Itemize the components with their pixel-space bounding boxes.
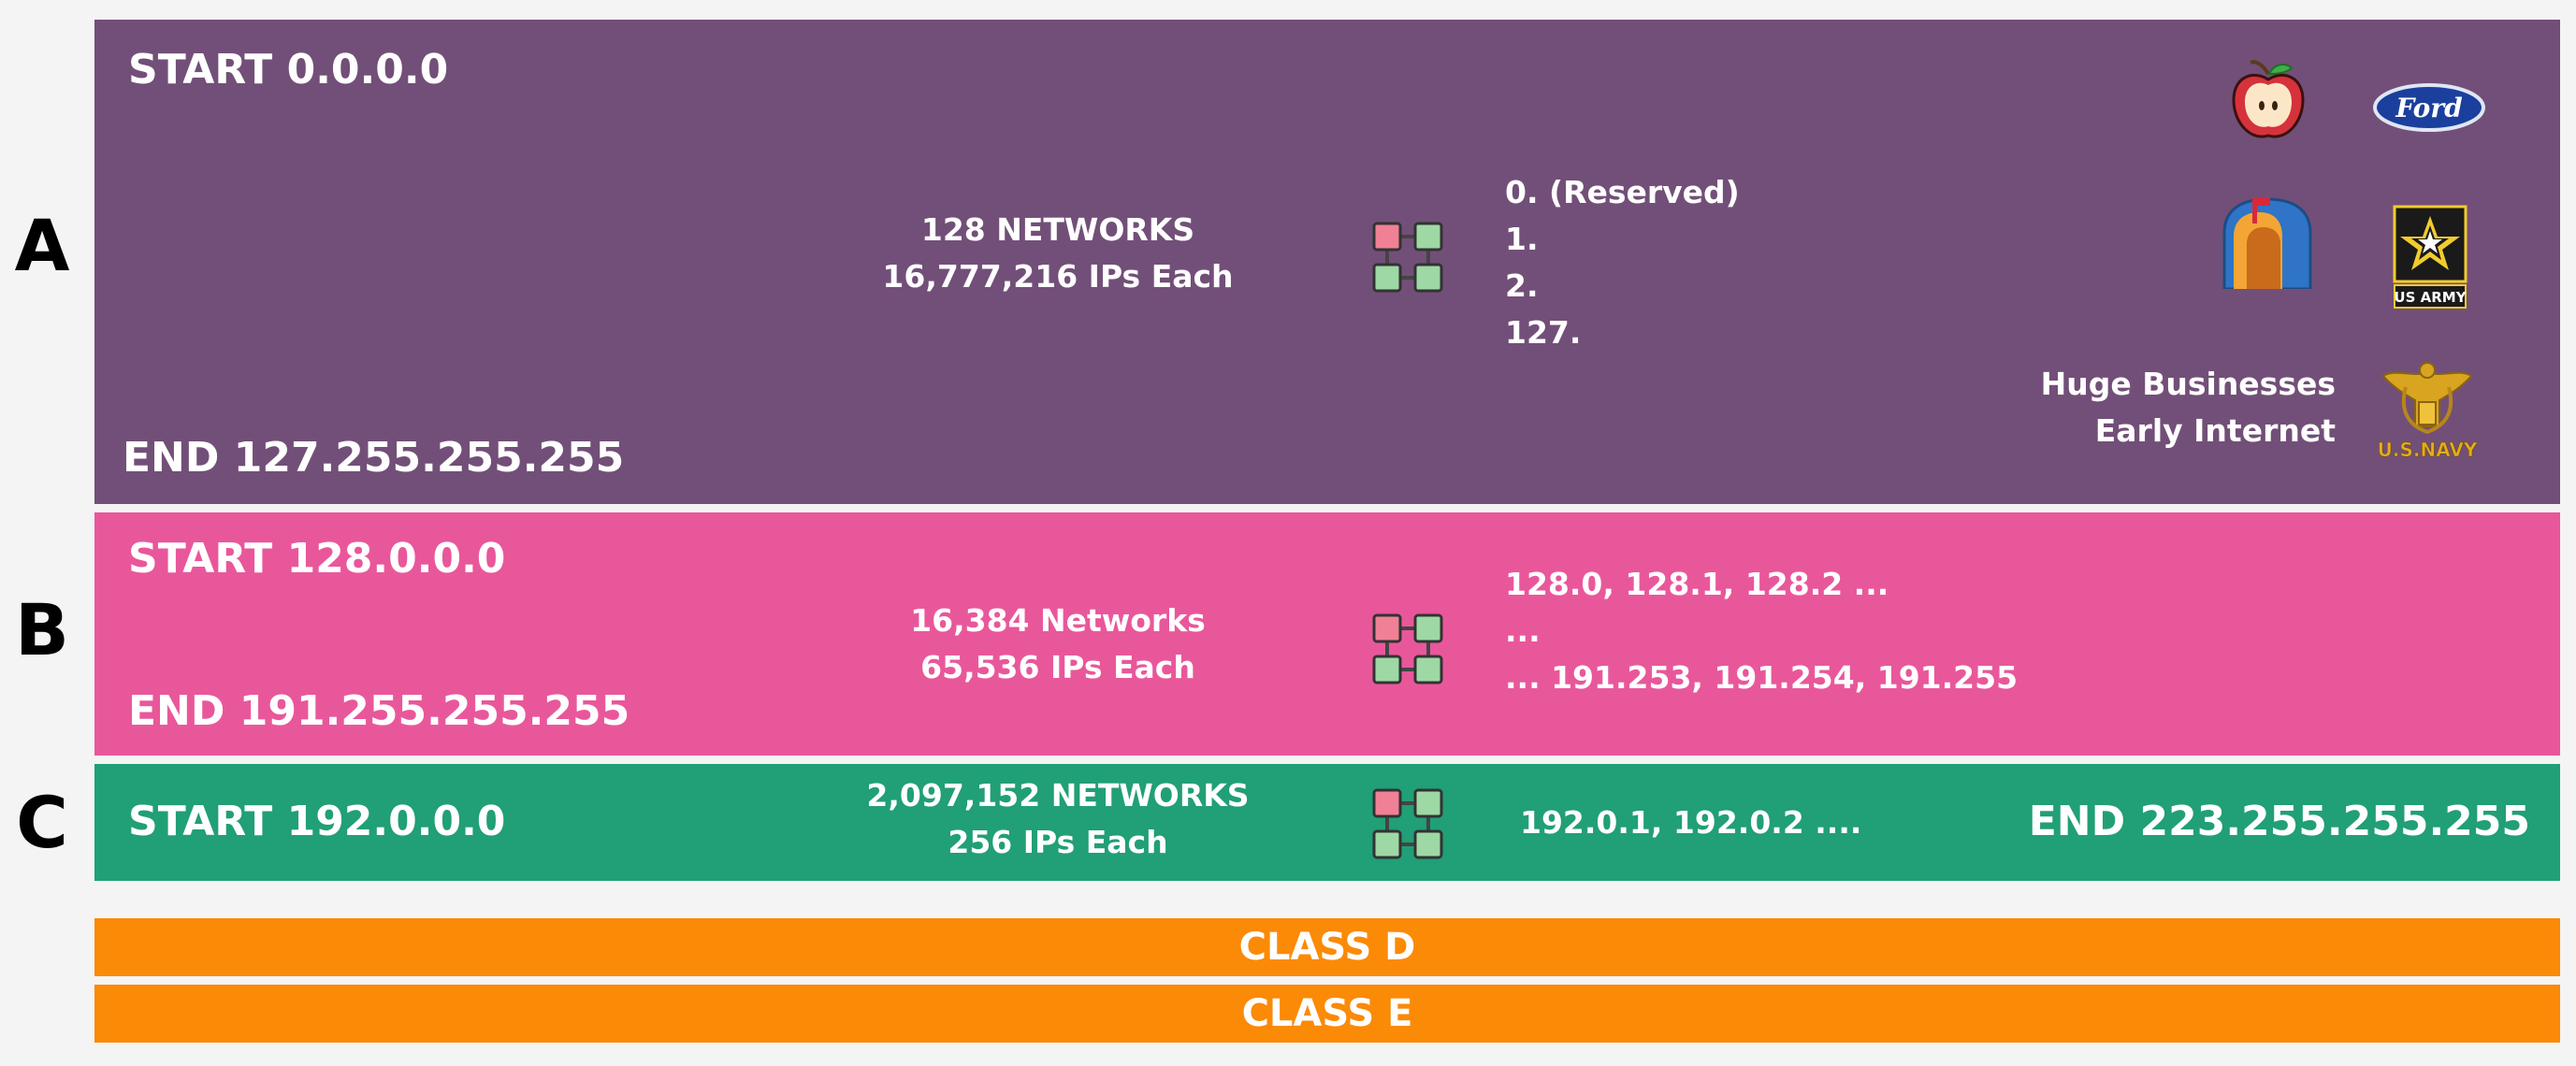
class-e-bar: CLASS E xyxy=(94,985,2560,1043)
list-item: 192.0.1, 192.0.2 .... xyxy=(1520,804,1862,841)
class-b-ips: 65,536 IPs Each xyxy=(920,649,1195,685)
class-c-network-list: 192.0.1, 192.0.2 .... xyxy=(1520,800,1861,846)
list-item: ... xyxy=(1505,612,1541,649)
class-c-ips: 256 IPs Each xyxy=(948,824,1168,860)
us-navy-logo-icon: U.S.NAVY xyxy=(2378,362,2477,461)
list-item: 128.0, 128.1, 128.2 ... xyxy=(1505,566,1889,602)
list-item: 127. xyxy=(1505,314,1582,351)
network-diagram-icon xyxy=(1372,222,1443,293)
class-e-label: CLASS E xyxy=(1241,992,1413,1035)
list-item: 1. xyxy=(1505,221,1539,257)
class-c-end: END 223.255.255.255 xyxy=(2028,798,2530,845)
class-a-network-list: 0. (Reserved) 1. 2. 127. xyxy=(1505,169,1740,356)
class-b-network-list: 128.0, 128.1, 128.2 ... ... ... 191.253,… xyxy=(1505,561,2018,701)
class-b-networks: 16,384 Networks xyxy=(910,602,1206,639)
class-a-end: END 127.255.255.255 xyxy=(123,434,625,482)
class-a-start: START 0.0.0.0 xyxy=(128,46,449,94)
class-b-letter: B xyxy=(15,588,69,671)
us-army-logo-icon: US ARMY xyxy=(2393,205,2467,309)
network-diagram-icon xyxy=(1372,613,1443,684)
list-item: 2. xyxy=(1505,267,1539,304)
us-army-logo-text: US ARMY xyxy=(2394,289,2467,306)
class-b-band: START 128.0.0.0 END 191.255.255.255 16,3… xyxy=(94,512,2560,756)
class-b-end: END 191.255.255.255 xyxy=(128,687,630,735)
list-item: ... 191.253, 191.254, 191.255 xyxy=(1505,659,2019,696)
ford-logo-text: Ford xyxy=(2395,93,2462,123)
class-a-ips: 16,777,216 IPs Each xyxy=(882,258,1234,295)
class-a-band: START 0.0.0.0 END 127.255.255.255 128 NE… xyxy=(94,20,2560,504)
class-a-note-line1: Huge Businesses xyxy=(2040,366,2336,402)
network-diagram-icon xyxy=(1372,788,1443,859)
ford-logo-icon: Ford xyxy=(2373,83,2485,132)
class-b-start: START 128.0.0.0 xyxy=(128,535,506,583)
us-navy-logo-text: U.S.NAVY xyxy=(2378,439,2477,461)
class-c-networks: 2,097,152 NETWORKS xyxy=(866,777,1250,814)
class-c-letter: C xyxy=(16,781,68,864)
class-c-start: START 192.0.0.0 xyxy=(128,798,506,845)
class-a-networks: 128 NETWORKS xyxy=(920,211,1195,248)
class-d-label: CLASS D xyxy=(1238,926,1416,969)
apple-icon xyxy=(2232,60,2305,138)
class-d-bar: CLASS D xyxy=(94,918,2560,976)
class-a-note-line2: Early Internet xyxy=(2094,412,2336,449)
class-c-band: START 192.0.0.0 2,097,152 NETWORKS 256 I… xyxy=(94,764,2560,881)
class-a-letter: A xyxy=(14,204,70,287)
mailbox-icon xyxy=(2222,197,2312,289)
list-item: 0. (Reserved) xyxy=(1505,174,1740,210)
